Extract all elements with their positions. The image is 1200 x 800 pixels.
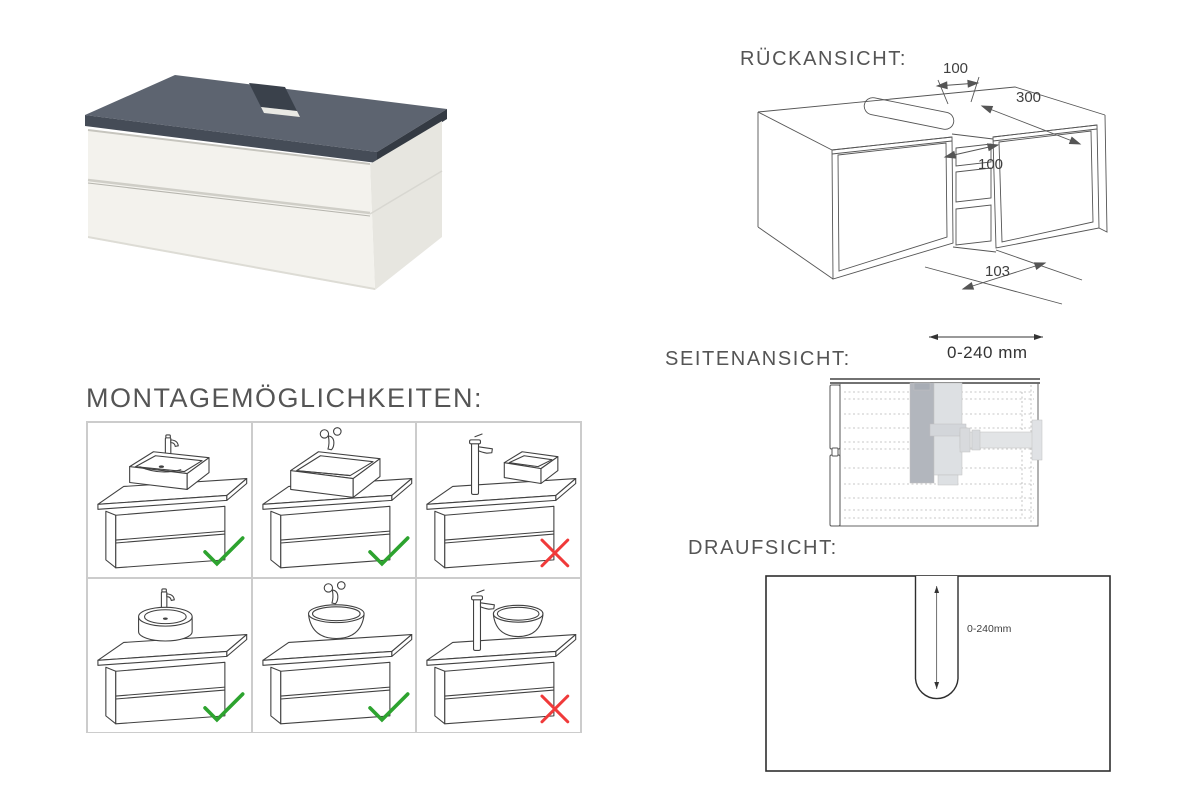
slot-depth-arrow (934, 586, 940, 689)
tall-faucet (471, 589, 496, 651)
rear-view-drawing: 100 300 100 103 (757, 60, 1108, 305)
montage-cell (251, 577, 417, 734)
product-photo (85, 75, 447, 290)
rear-view-label: RÜCKANSICHT: (740, 48, 907, 70)
dim-cutout-depth (980, 102, 1082, 148)
montage-heading: MONTAGEMÖGLICHKEITEN: (86, 383, 484, 413)
dim-slot-width (936, 76, 980, 105)
countertop-front-edge (85, 115, 377, 163)
montage-cell (416, 422, 581, 578)
montage-cell (416, 577, 581, 734)
countertop-cutout-edge (261, 107, 300, 117)
dim-label-bottom-offset: 103 (985, 263, 1010, 280)
montage-grid (86, 421, 582, 734)
dim-label-inner-width: 100 (978, 156, 1003, 173)
dim-label-cutout-depth: 300 (1016, 89, 1041, 106)
side-view-label: SEITENANSICHT: (665, 348, 851, 370)
montage-cell (251, 422, 417, 578)
dim-inner-width (943, 141, 1000, 161)
top-view-label: DRAUFSICHT: (688, 537, 838, 559)
montage-cell (87, 422, 252, 578)
montage-cell (87, 577, 252, 734)
drawer-groove-side (369, 170, 443, 215)
siphon-pipes (909, 382, 1043, 486)
drawer-groove-shadow (87, 182, 371, 217)
top-view-drawing: 0-240mm (765, 575, 1111, 772)
countertop-cutout-hole (249, 83, 297, 111)
side-view-range-label: 0-240 mm (947, 343, 1028, 362)
dim-bottom-offset (924, 249, 1083, 305)
under-slab-shadow (87, 129, 371, 165)
tall-faucet (469, 433, 494, 495)
drawer-groove (87, 178, 371, 215)
side-view-drawing (829, 378, 1043, 527)
dim-label-slot-width: 100 (943, 60, 968, 77)
countertop-top-face (85, 75, 447, 152)
cabinet-right-side (370, 121, 442, 290)
cabinet-bottom-edge (88, 236, 375, 290)
slot-depth-label: 0-240mm (967, 623, 1012, 635)
side-view-range-arrow (929, 333, 1043, 341)
